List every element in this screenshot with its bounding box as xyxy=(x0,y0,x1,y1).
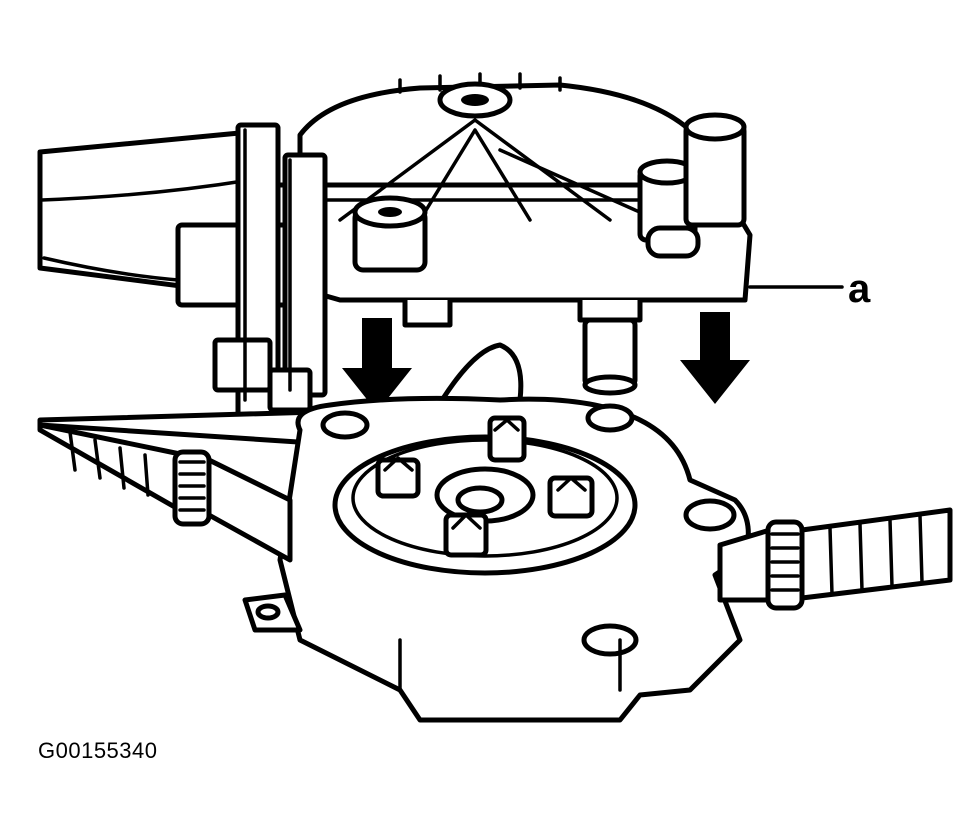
right-cable-conduit xyxy=(717,507,953,611)
figure-id-label: G00155340 xyxy=(38,738,158,763)
drive-dog-left xyxy=(375,456,421,499)
callout-a-label: a xyxy=(848,267,871,311)
left-cable-conduit xyxy=(37,422,293,563)
drive-dog-top xyxy=(487,415,527,463)
left-down-arrow xyxy=(342,318,412,412)
drive-dog-right xyxy=(547,475,595,519)
drive-dog-bottom xyxy=(443,512,489,558)
regulator-housing-lower xyxy=(37,342,751,723)
callout-a: a xyxy=(748,267,871,311)
connector-bracket xyxy=(175,122,328,418)
right-down-arrow xyxy=(680,312,750,404)
gear-housing-upper xyxy=(267,72,753,396)
